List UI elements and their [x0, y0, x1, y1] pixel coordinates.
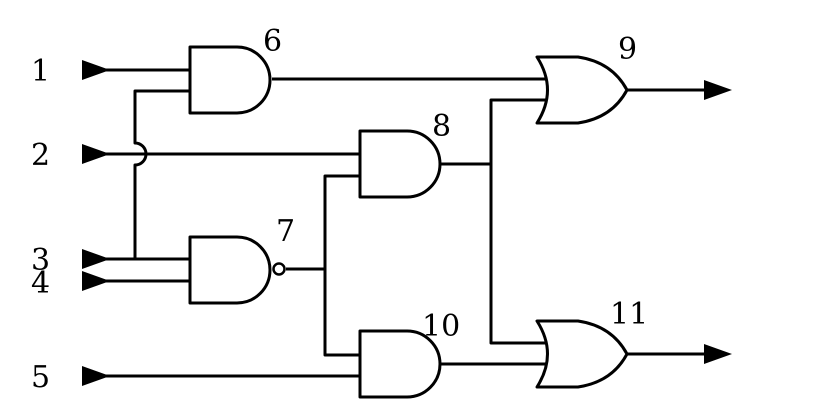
- input-3-label: 3: [31, 243, 50, 278]
- input-2-arrow: [82, 144, 110, 164]
- input-4-label: 4: [31, 266, 50, 301]
- input-5-arrow: [82, 366, 110, 386]
- nand-gate-7: [188, 235, 286, 305]
- gate-9-label: 9: [618, 32, 637, 67]
- nand-gate-7-bubble: [272, 262, 286, 276]
- gate-8-label: 8: [432, 109, 451, 144]
- or-gate-11: [535, 319, 629, 389]
- wire-g7-to-g8: [323, 174, 360, 269]
- gate-6-label: 6: [263, 24, 282, 59]
- and-gate-8: [358, 129, 442, 199]
- output-11-arrow: [704, 344, 732, 364]
- wire-g8-to-g11: [489, 164, 547, 345]
- wire-g8-to-g9: [489, 98, 547, 164]
- input-4-arrow: [82, 271, 110, 291]
- gate-11-label: 11: [610, 297, 648, 332]
- output-9-arrow: [704, 80, 732, 100]
- input-1-arrow: [82, 60, 110, 80]
- gate-10-label: 10: [422, 309, 460, 344]
- gate-7-label: 7: [276, 214, 295, 249]
- input-1-label: 1: [31, 54, 50, 89]
- and-gate-6: [188, 45, 272, 115]
- input-3-arrow: [82, 249, 110, 269]
- wire-g7-to-g10: [323, 269, 360, 357]
- or-gate-9: [535, 55, 629, 125]
- input-5-label: 5: [31, 360, 50, 395]
- wire-in3-to-g6: [133, 89, 190, 259]
- input-2-label: 2: [31, 138, 50, 173]
- and-gate-10: [358, 329, 442, 399]
